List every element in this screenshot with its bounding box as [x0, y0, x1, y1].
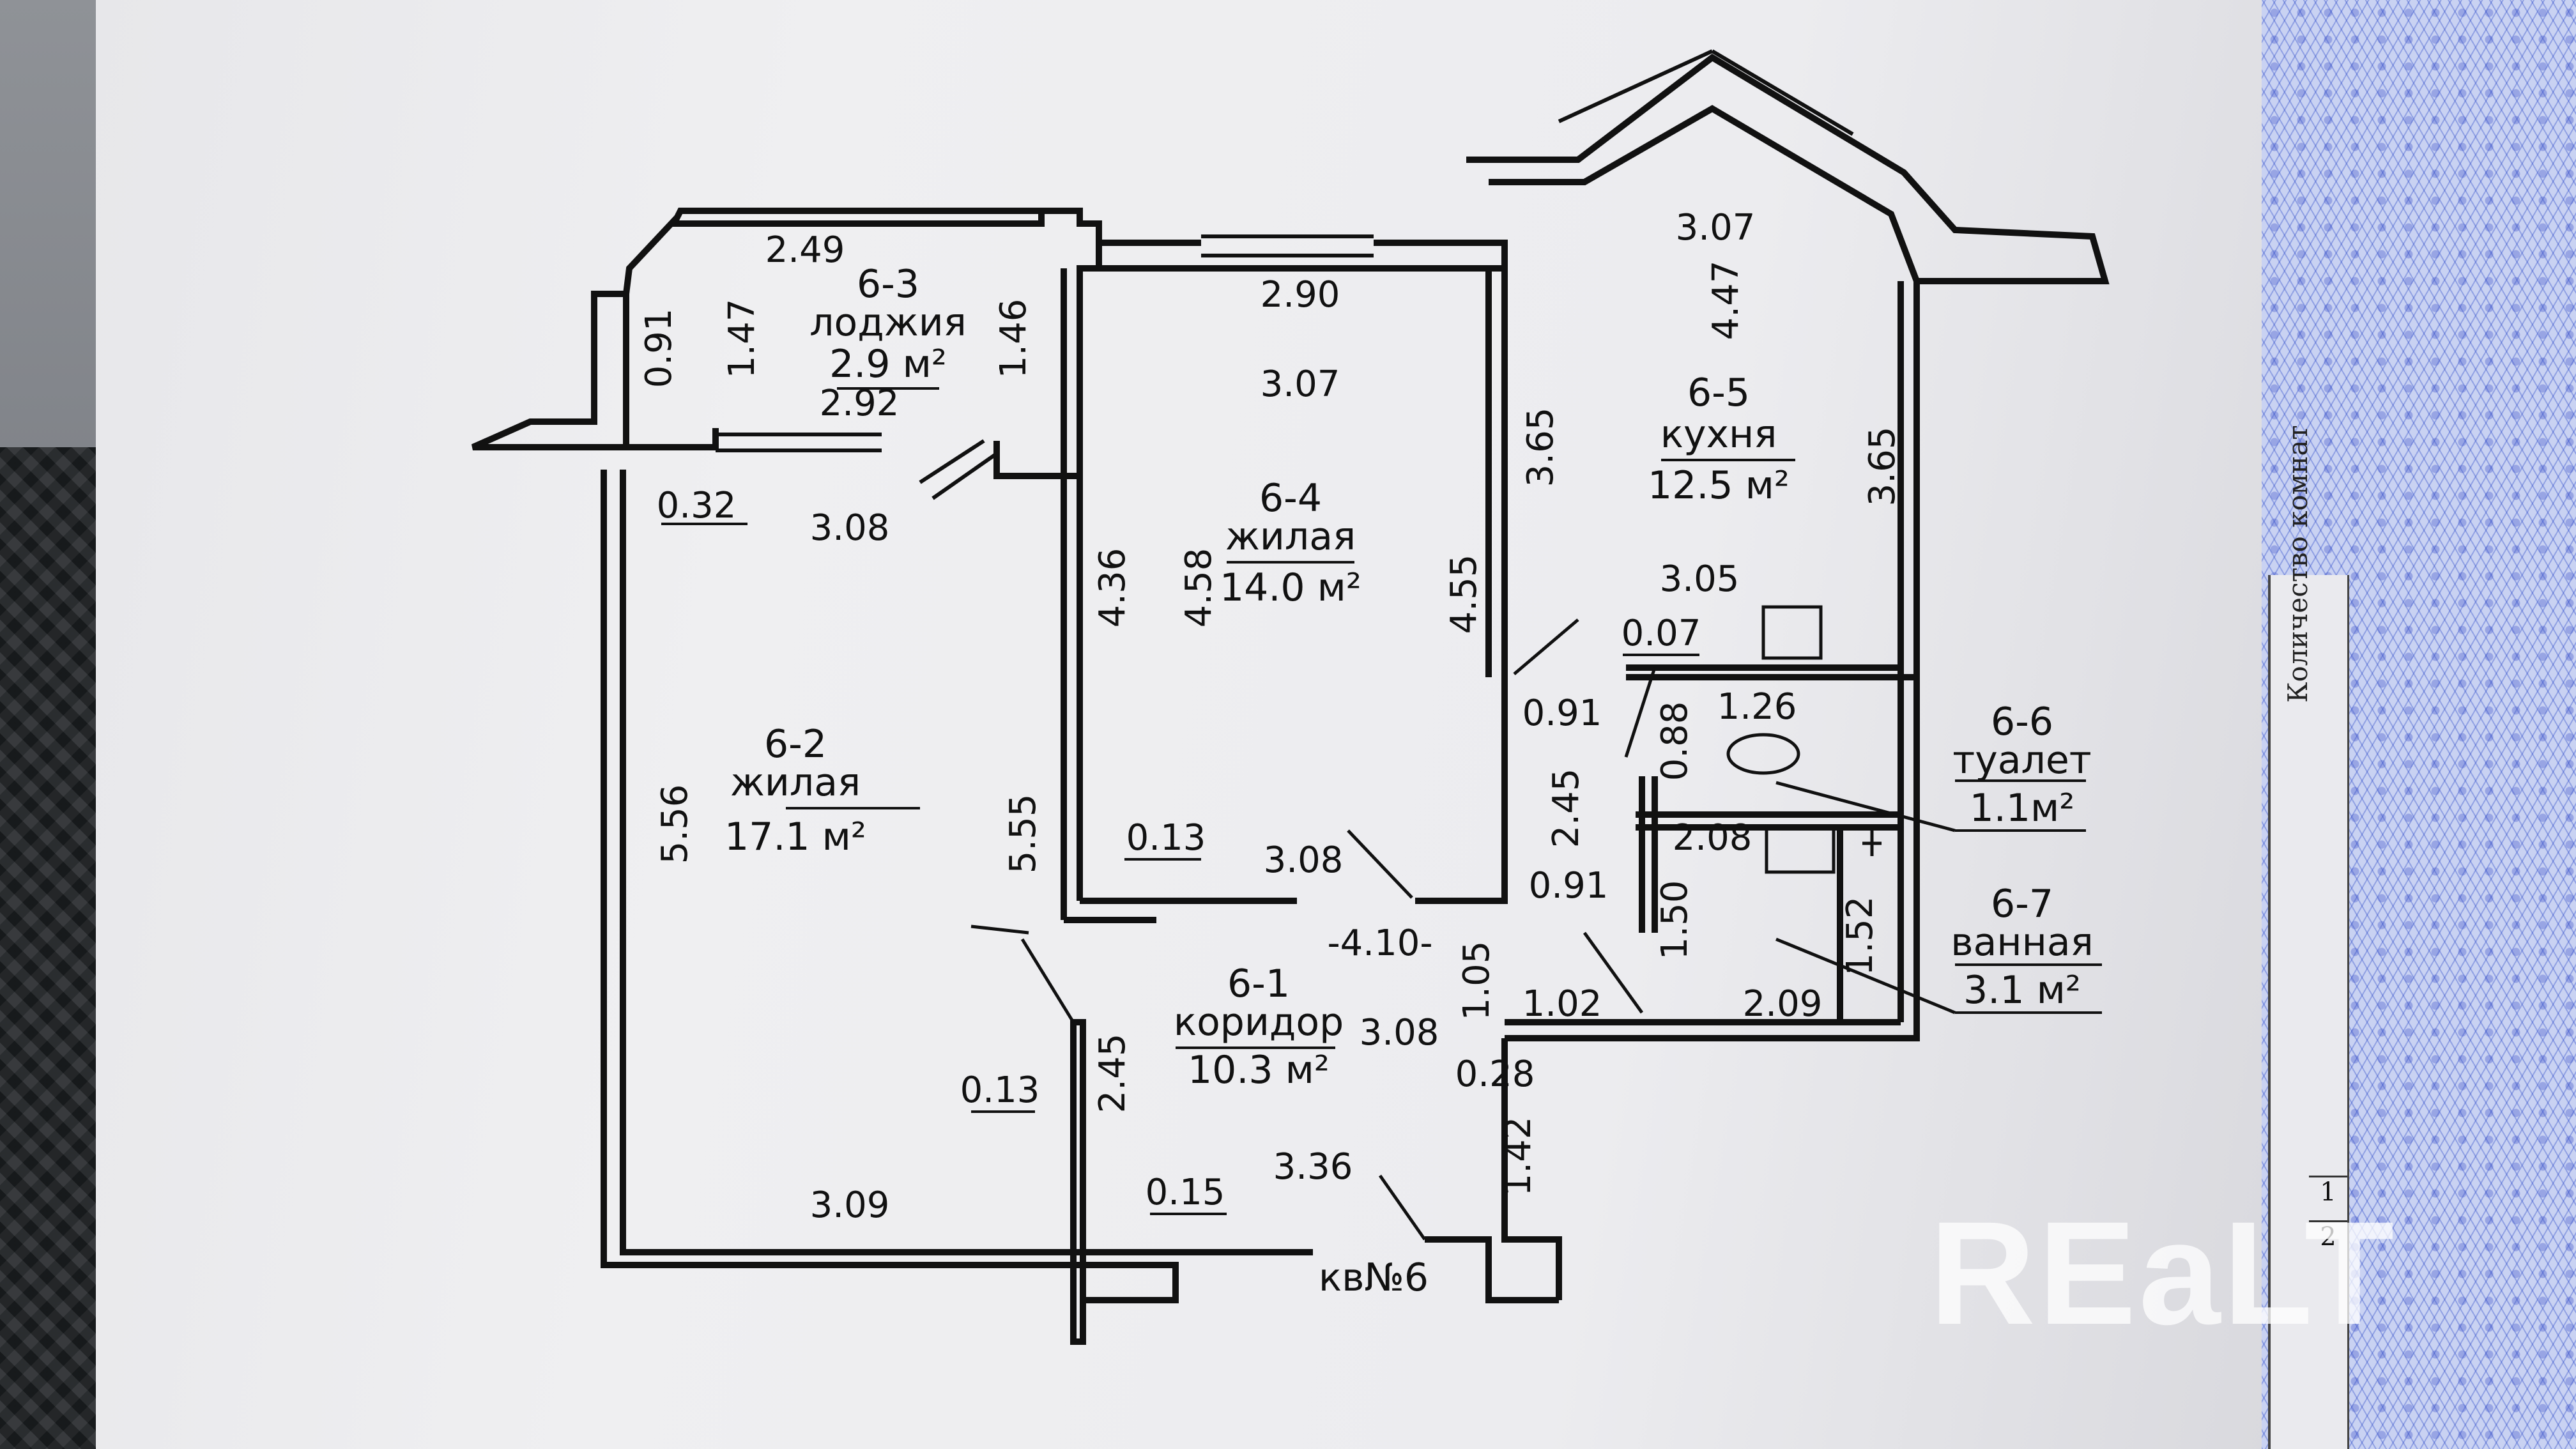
dimension: 3.65	[1862, 427, 1903, 507]
room-6-6-name: туалет	[1952, 738, 2091, 783]
dimension: 1.46	[993, 299, 1034, 379]
dimension: 1.42	[1498, 1117, 1539, 1197]
dimension: 3.09	[810, 1184, 890, 1226]
dimension: 0.91	[1529, 865, 1609, 907]
room-6-5-area: 12.5 м²	[1648, 463, 1790, 508]
sink-icon	[1761, 605, 1823, 660]
dimension: 0.32	[657, 485, 737, 526]
dimension: 1.26	[1717, 686, 1797, 728]
dimension: 3.08	[1360, 1012, 1439, 1054]
room-6-7-number: 6-7	[1991, 882, 2053, 926]
room-6-7-area: 3.1 м²	[1963, 968, 2081, 1013]
dimension: 5.56	[654, 785, 696, 864]
dimension: 1.50	[1654, 880, 1696, 960]
dimension: 4.58	[1178, 548, 1220, 628]
room-6-4-name: жилая	[1225, 514, 1356, 559]
room-6-6-area: 1.1м²	[1970, 786, 2075, 831]
room-6-4-number: 6-4	[1259, 476, 1322, 521]
dimension: 0.13	[1126, 817, 1206, 859]
toilet-icon	[1726, 733, 1800, 775]
room-6-1-name: коридор	[1174, 1000, 1344, 1045]
room-6-3-area: 2.9 м²	[829, 342, 947, 387]
apartment-label: кв№6	[1319, 1255, 1429, 1300]
dimension: 2.90	[1261, 274, 1340, 316]
dimension: 1.02	[1522, 983, 1602, 1025]
dimension: 1.05	[1456, 941, 1498, 1021]
dimension: 5.55	[1002, 794, 1044, 874]
room-6-1-area: 10.3 м²	[1188, 1048, 1330, 1092]
dimension: 3.07	[1676, 207, 1756, 249]
room-6-5-name: кухня	[1660, 412, 1777, 457]
dimension: 4.55	[1443, 555, 1485, 634]
dimension-labels: 2.49 0.91 1.47 2.92 1.46 0.32 3.08 2.90 …	[638, 207, 1903, 1226]
dimension: 3.08	[1264, 839, 1344, 881]
room-labels: 6-2 жилая 17.1 м² 6-3 лоджия 2.9 м² 6-4 …	[724, 262, 2094, 1300]
dimension: 0.15	[1146, 1172, 1225, 1213]
room-6-3-number: 6-3	[857, 262, 919, 307]
bath-icon	[1765, 825, 1836, 874]
sanitary-fixtures	[1726, 605, 1882, 874]
room-6-5-number: 6-5	[1687, 371, 1750, 415]
dimension: 0.91	[1522, 693, 1602, 734]
dimension: 2.49	[765, 229, 845, 271]
dimension: -4.10-	[1327, 923, 1432, 964]
dimension: 0.28	[1455, 1054, 1535, 1095]
dimension: 3.05	[1660, 558, 1740, 600]
dimension: 1.47	[721, 299, 763, 379]
dimension: 0.88	[1654, 702, 1696, 781]
certificate-table: 1 2	[2268, 575, 2349, 1449]
room-6-2-number: 6-2	[764, 722, 827, 767]
realt-watermark-logo: REaLT	[1929, 1191, 2397, 1355]
dimension: 3.07	[1261, 364, 1340, 405]
label-underlines	[661, 387, 2102, 1215]
dimension: 3.36	[1273, 1146, 1353, 1188]
dimension: 4.47	[1705, 261, 1747, 341]
dimension: 2.08	[1673, 817, 1752, 859]
dimension: 2.45	[1545, 769, 1587, 848]
room-6-2-area: 17.1 м²	[724, 815, 866, 859]
dimension: 2.09	[1743, 983, 1823, 1025]
dimension: 0.13	[960, 1070, 1040, 1111]
dimension: 0.07	[1621, 613, 1701, 654]
dimension: 4.36	[1092, 548, 1133, 628]
room-6-3-name: лоджия	[809, 300, 967, 345]
room-6-1-number: 6-1	[1227, 962, 1290, 1006]
room-6-6-number: 6-6	[1991, 700, 2053, 744]
room-6-2-name: жилая	[730, 760, 861, 805]
room-6-7-name: ванная	[1951, 920, 2093, 965]
dimension: 2.45	[1092, 1034, 1133, 1114]
dimension: 1.52	[1839, 896, 1881, 976]
certificate-row-1: 1	[2309, 1176, 2347, 1222]
dimension: 3.08	[810, 507, 890, 549]
certificate-row-2: 2	[2309, 1220, 2347, 1267]
dimension: 0.91	[638, 309, 680, 388]
dimension: 3.65	[1520, 408, 1561, 487]
door-swings	[970, 618, 1956, 1241]
room-6-4-area: 14.0 м²	[1220, 565, 1361, 610]
plan-walls	[471, 49, 2110, 1345]
